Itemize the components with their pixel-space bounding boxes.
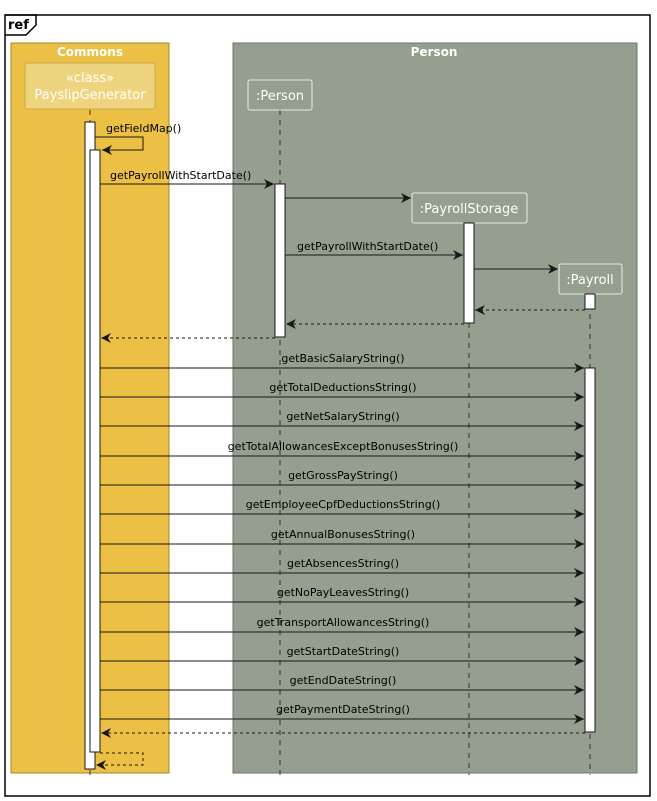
msg-getfieldmap-arrow (95, 136, 144, 155)
payroll-participant: :Payroll (558, 263, 623, 295)
msg-gettotaldeductions-label: getTotalDeductionsString() (269, 381, 416, 394)
payslip-activation-inner (89, 149, 101, 753)
msg-getenddate-label: getEndDateString() (290, 674, 397, 687)
msg-gettotalallowances-label: getTotalAllowancesExceptBonusesString() (228, 440, 459, 453)
person-activation (274, 183, 286, 338)
msg-getabsences-label: getAbsencesString() (287, 557, 399, 570)
msg-getbasicsalary-label: getBasicSalaryString() (281, 352, 404, 365)
ref-frame-tab (5, 14, 37, 36)
payslip-generator-participant: «class» PayslipGenerator (24, 62, 156, 110)
msg-getannualbonuses-label: getAnnualBonusesString() (271, 528, 415, 541)
msg-gettransportallowances-label: getTransportAllowancesString() (257, 616, 430, 629)
msg-getstartdate-label: getStartDateString() (287, 645, 400, 658)
payroll-storage-name: :PayrollStorage (420, 202, 518, 217)
person-participant: :Person (247, 79, 313, 111)
msg-self-return-arrow (96, 752, 144, 770)
payroll-activation-long (584, 367, 596, 733)
storage-activation (463, 222, 475, 324)
ref-frame-label: ref (8, 18, 29, 33)
msg-getnetsalary-label: getNetSalaryString() (286, 410, 399, 423)
ref-frame (4, 14, 651, 797)
msg-getpaymentdate-label: getPaymentDateString() (276, 703, 410, 716)
commons-group-title: Commons (57, 45, 123, 59)
payslip-generator-stereotype: «class» (66, 71, 114, 86)
msg-getemployeecpf-label: getEmployeeCpfDeductionsString() (246, 498, 441, 511)
payroll-activation-short (584, 293, 596, 310)
msg-getfieldmap-label: getFieldMap() (106, 122, 181, 135)
msg-getpayroll-person-label: getPayrollWithStartDate() (110, 169, 251, 182)
getter-calls: getBasicSalaryString() getTotalDeduction… (100, 352, 584, 724)
person-group-title: Person (411, 45, 458, 59)
payslip-generator-name: PayslipGenerator (34, 88, 146, 103)
msg-getgrosspay-label: getGrossPayString() (288, 469, 398, 482)
msg-getpayroll-storage-label: getPayrollWithStartDate() (297, 240, 438, 253)
payroll-name: :Payroll (566, 273, 614, 288)
person-group-box (232, 42, 638, 774)
payroll-storage-participant: :PayrollStorage (411, 192, 528, 224)
msg-getnopayleaves-label: getNoPayLeavesString() (277, 586, 409, 599)
person-name: :Person (256, 89, 304, 104)
